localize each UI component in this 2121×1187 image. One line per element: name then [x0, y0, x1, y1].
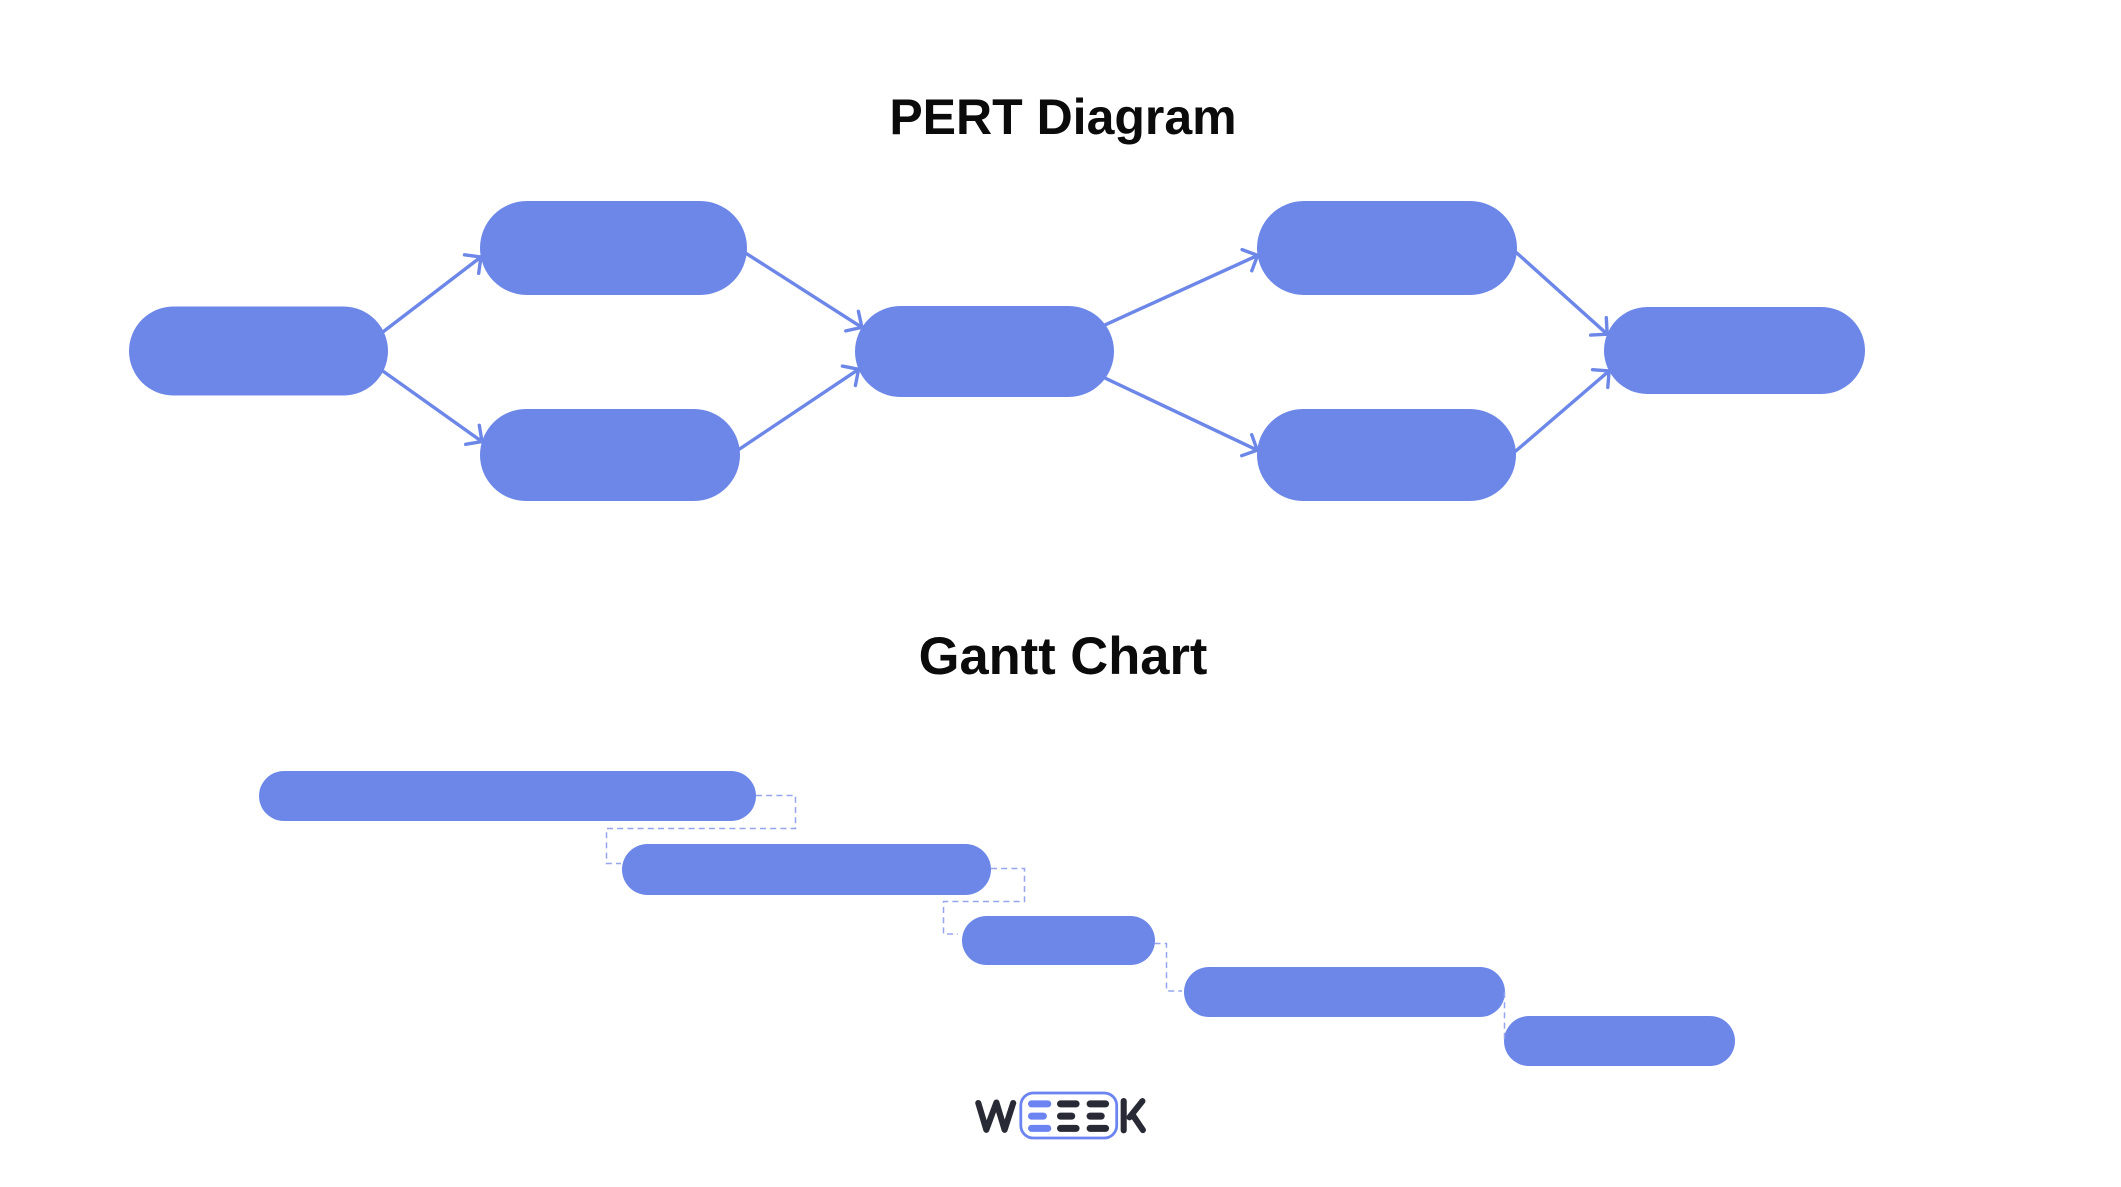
svg-text:PERT Diagram: PERT Diagram [889, 89, 1236, 145]
svg-text:Gantt Chart: Gantt Chart [919, 627, 1208, 686]
